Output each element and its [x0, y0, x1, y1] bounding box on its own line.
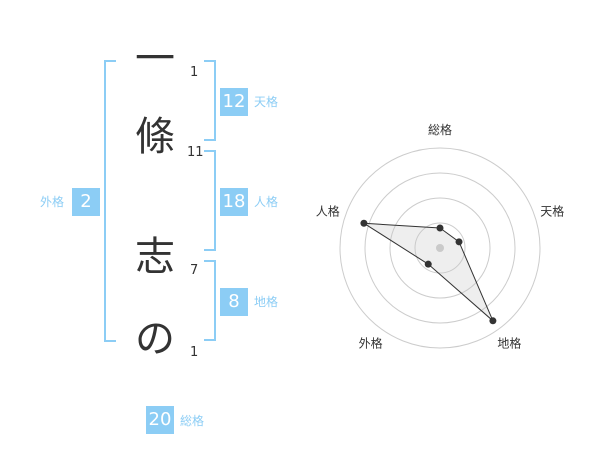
name-char-1: 一 — [135, 36, 175, 82]
radar-polygon — [363, 222, 494, 322]
soukaku-value: 20 — [146, 406, 174, 434]
jinkaku-value: 18 — [220, 188, 248, 216]
soukaku-label: 総格 — [180, 414, 205, 428]
radar-ring-3 — [364, 172, 516, 324]
radar-axis-label-1: 天格 — [540, 204, 564, 219]
chikaku-bracket — [204, 260, 216, 341]
stroke-count-2: 11 — [187, 145, 204, 160]
stroke-count-1: 1 — [190, 65, 199, 80]
gaikaku-bracket — [104, 60, 116, 342]
radar-point-4 — [360, 219, 368, 227]
radar-ring-4 — [339, 147, 541, 349]
radar-point-2 — [489, 317, 497, 325]
chikaku-label: 地格 — [254, 295, 279, 309]
radar-point-1 — [455, 238, 463, 246]
chikaku-value: 8 — [220, 288, 248, 316]
stroke-count-3: 7 — [190, 263, 199, 278]
gaikaku-value: 2 — [72, 188, 100, 216]
tenkaku-bracket — [204, 60, 216, 141]
jinkaku-label: 人格 — [254, 195, 279, 209]
radar-axis-label-0: 総格 — [428, 122, 452, 137]
radar-ring-2 — [389, 197, 491, 299]
name-char-3: 志 — [135, 234, 175, 280]
radar-ring-1 — [414, 222, 466, 274]
radar-axis-label-3: 外格 — [359, 335, 383, 350]
name-char-2: 條 — [135, 114, 175, 160]
radar-center-dot — [436, 244, 444, 252]
gaikaku-label: 外格 — [40, 195, 65, 209]
radar-axis-label-4: 人格 — [316, 204, 340, 219]
stroke-count-4: 1 — [190, 345, 199, 360]
name-char-4: の — [135, 316, 175, 362]
jinkaku-bracket — [204, 150, 216, 251]
radar-point-0 — [436, 224, 444, 232]
radar-axis-label-2: 地格 — [497, 335, 521, 350]
tenkaku-value: 12 — [220, 88, 248, 116]
tenkaku-label: 天格 — [254, 95, 279, 109]
radar-point-3 — [424, 260, 432, 268]
